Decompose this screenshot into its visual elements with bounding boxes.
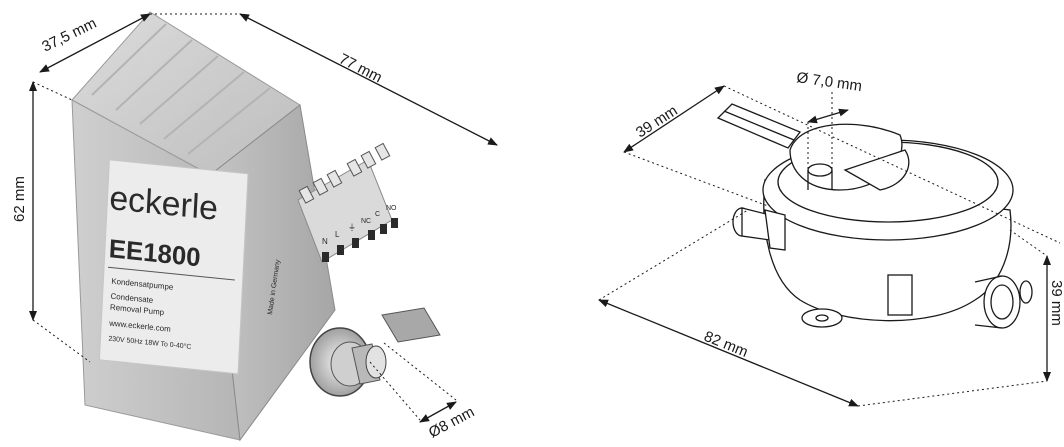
cable-gland [381, 307, 441, 343]
hose-nozzle [807, 163, 833, 177]
dim-length-label: 77 mm [336, 50, 385, 86]
pump-unit: eckerle EE1800 Kondensatpumpe Condensate… [11, 11, 498, 442]
reservoir-extension-lines [598, 85, 1061, 407]
pump-dimension-lines [29, 13, 498, 423]
terminal-mark: NC [361, 218, 371, 225]
dim-hose-label: Ø 7,0 mm [795, 69, 863, 95]
dim-length-label: 82 mm [702, 328, 751, 361]
terminal-block: N L ⏚ NC C NO [297, 142, 398, 263]
dim-outlet-label: Ø8 mm [426, 403, 477, 441]
terminal-mark: C [375, 211, 380, 218]
terminal-mark: N [322, 237, 328, 246]
pump-label: eckerle EE1800 Kondensatpumpe Condensate… [98, 159, 249, 375]
dim-height-label: 62 mm [11, 176, 28, 222]
label-line: Condensate [110, 292, 154, 305]
front-clip [887, 274, 913, 316]
dim-width-label: 39 mm [633, 102, 681, 141]
pump-extension-lines [32, 13, 457, 421]
reservoir-unit [716, 103, 1033, 329]
terminal-mark: NO [386, 205, 397, 212]
outlet-fitting [309, 327, 387, 397]
dim-height-label: 39 mm [1048, 280, 1064, 326]
terminal-mark: L [335, 230, 340, 239]
dim-depth-label: 37,5 mm [39, 15, 99, 56]
reservoir-dimension-lines [598, 85, 1051, 407]
terminal-mark: ⏚ [348, 223, 356, 232]
